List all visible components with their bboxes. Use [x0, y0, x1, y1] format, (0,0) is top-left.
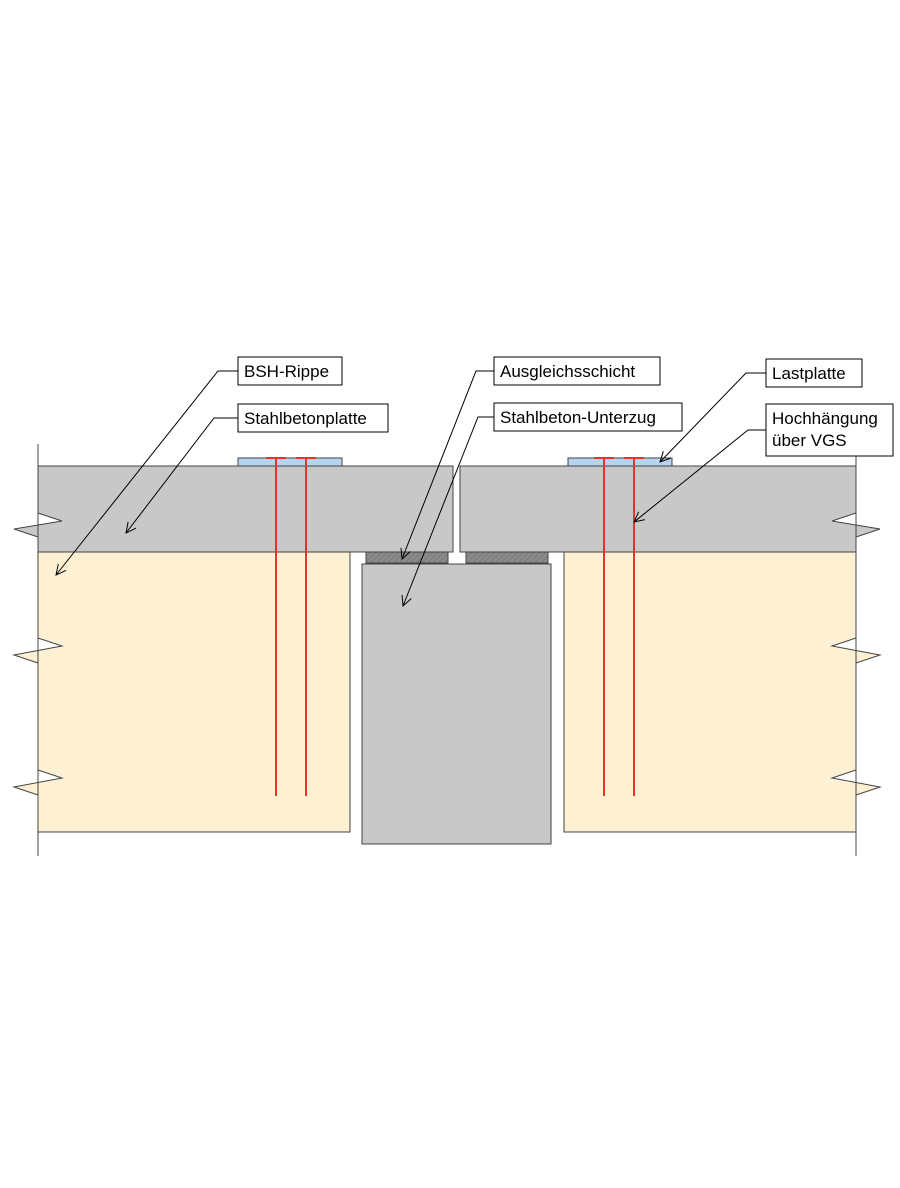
vgs-screw-2	[296, 457, 316, 796]
svg-text:Ausgleichsschicht: Ausgleichsschicht	[500, 362, 635, 381]
bsh-rippe-right	[563, 551, 882, 833]
leader-stahlbetonplatte	[126, 417, 238, 533]
svg-text:Stahlbetonplatte: Stahlbetonplatte	[244, 409, 367, 428]
lastplatte-left	[237, 457, 343, 467]
stahlbeton-unterzug	[361, 563, 552, 845]
svg-text:Lastplatte: Lastplatte	[772, 364, 846, 383]
vgs-screws	[266, 457, 644, 796]
svg-text:BSH-Rippe: BSH-Rippe	[244, 362, 329, 381]
label-hochhaengung: Hochhängung über VGS	[765, 403, 894, 457]
vgs-screw-1	[266, 457, 286, 796]
label-bsh-rippe: BSH-Rippe	[237, 356, 343, 386]
label-stahlbeton-unterzug: Stahlbeton-Unterzug	[493, 402, 683, 432]
svg-text:Stahlbeton-Unterzug: Stahlbeton-Unterzug	[500, 408, 656, 427]
leader-ausgleichsschicht	[402, 370, 494, 559]
ausgleichsschicht-right	[465, 551, 549, 564]
label-stahlbetonplatte: Stahlbetonplatte	[237, 403, 389, 433]
ausgleichsschicht-left	[365, 551, 449, 564]
label-hochhaengung-line2: über VGS	[772, 431, 847, 450]
lastplatte-right	[567, 457, 673, 467]
leader-bsh-rippe	[56, 370, 238, 575]
leader-stahlbeton-unterzug	[403, 416, 494, 606]
bsh-rippe-left	[12, 551, 351, 833]
leader-hochhaengung	[634, 429, 766, 522]
label-ausgleichsschicht: Ausgleichsschicht	[493, 356, 661, 386]
label-lastplatte: Lastplatte	[765, 358, 863, 388]
label-hochhaengung-line1: Hochhängung	[772, 409, 878, 428]
leader-lastplatte	[660, 372, 766, 462]
stahlbetonplatte-left	[13, 465, 454, 553]
stahlbetonplatte-right	[459, 465, 881, 553]
vgs-screw-3	[594, 457, 614, 796]
